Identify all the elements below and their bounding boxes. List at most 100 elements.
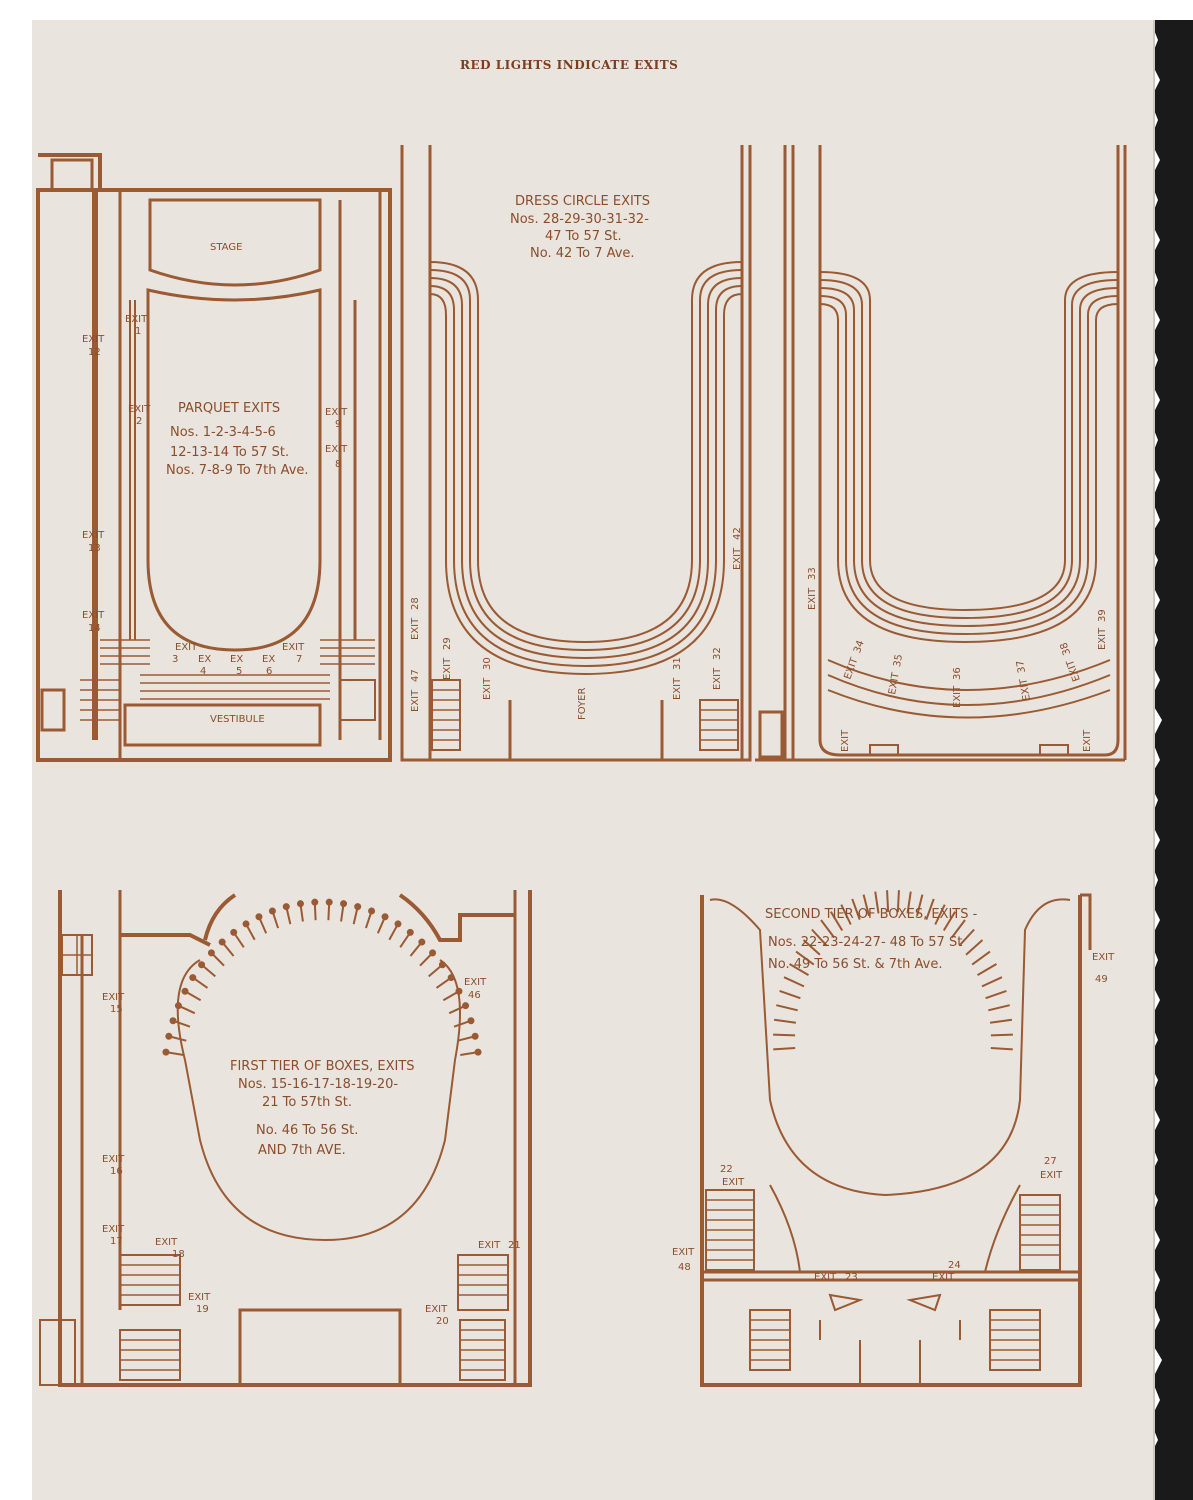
svg-text:EXIT: EXIT: [952, 685, 963, 708]
svg-text:37: 37: [1015, 659, 1028, 673]
second-tier-horseshoe: [709, 898, 1071, 1197]
svg-text:2: 2: [136, 416, 142, 427]
box-seat: [340, 900, 348, 908]
box-partition: [773, 1033, 796, 1037]
svg-text:EXIT: EXIT: [425, 1304, 448, 1315]
exit-marker: EXIT 37: [1015, 659, 1033, 701]
second-tier-caption-line: No. 49 To 56 St. & 7th Ave.: [768, 957, 942, 972]
box-partition: [896, 890, 900, 913]
exit-marker: EXIT 23: [814, 1272, 858, 1283]
page-title: RED LIGHTS INDICATE EXITS: [460, 58, 679, 72]
box-partition: [971, 950, 991, 966]
box-seat: [242, 920, 250, 928]
exit-marker: EX6: [262, 654, 275, 677]
svg-text:17: 17: [110, 1236, 123, 1247]
svg-text:14: 14: [88, 623, 101, 634]
box-partition: [789, 963, 810, 977]
box-seat: [268, 907, 276, 915]
second-tier-caption-line: Nos. 22-23-24-27- 48 To 57 St: [768, 935, 962, 950]
box-seat: [189, 974, 197, 982]
svg-text:27: 27: [1044, 1156, 1057, 1167]
box-seat: [198, 961, 206, 969]
foyer-label: FOYER: [577, 687, 588, 720]
box-partition: [840, 904, 852, 925]
dress-circle-caption-line: 47 To 57 St.: [545, 229, 622, 244]
svg-text:32: 32: [712, 647, 723, 660]
exit-marker: EXIT 13: [82, 530, 105, 554]
svg-text:EXIT: EXIT: [814, 1272, 837, 1283]
first-tier-plan: FIRST TIER OF BOXES, EXITS Nos. 15-16-17…: [39, 890, 532, 1387]
svg-text:35: 35: [892, 653, 905, 667]
parquet-plan: STAGE VESTIBULE PARQUET EXITS Nos. 1-2-3…: [36, 153, 392, 762]
box-seat: [230, 928, 238, 936]
svg-text:12: 12: [88, 347, 101, 358]
svg-text:EXIT: EXIT: [442, 657, 453, 680]
box-partition: [934, 904, 946, 925]
box-seat: [467, 1017, 475, 1025]
svg-text:34: 34: [852, 639, 867, 655]
stage: [148, 198, 322, 287]
svg-text:EXIT: EXIT: [842, 656, 860, 681]
exit-marker: EX4: [198, 654, 211, 677]
box-seat: [438, 961, 446, 969]
svg-text:8: 8: [335, 459, 341, 470]
svg-text:EXIT: EXIT: [1082, 729, 1093, 752]
svg-text:EXIT: EXIT: [807, 587, 818, 610]
box-seat: [181, 987, 189, 995]
svg-text:EXIT: EXIT: [325, 444, 348, 455]
svg-text:EXIT: EXIT: [82, 530, 105, 541]
box-partition: [851, 898, 861, 920]
svg-text:36: 36: [952, 667, 963, 680]
svg-text:42: 42: [732, 527, 743, 540]
box-seat: [296, 900, 304, 908]
first-tier-caption-line: 21 To 57th St.: [262, 1095, 352, 1110]
box-partition: [965, 939, 984, 956]
svg-text:EX: EX: [230, 654, 243, 665]
box-seat: [429, 949, 437, 957]
box-partition: [925, 898, 935, 920]
auditorium-oval: [146, 288, 322, 652]
svg-text:EXIT: EXIT: [1018, 677, 1033, 702]
svg-text:EXIT: EXIT: [732, 547, 743, 570]
box-seat: [368, 907, 376, 915]
svg-text:EXIT: EXIT: [482, 677, 493, 700]
box-partition: [811, 928, 828, 947]
svg-text:EXIT: EXIT: [410, 617, 421, 640]
svg-text:23: 23: [845, 1272, 858, 1283]
box-partition: [802, 939, 821, 956]
parquet-caption-title: PARQUET EXITS: [178, 401, 280, 416]
svg-text:EXIT: EXIT: [102, 1224, 125, 1235]
second-tier-caption-title: SECOND TIER OF BOXES, EXITS -: [765, 907, 978, 922]
box-seat: [218, 938, 226, 946]
svg-text:EXIT: EXIT: [325, 407, 348, 418]
svg-text:7: 7: [296, 654, 302, 665]
exit-marker: EX5: [230, 654, 243, 677]
svg-text:13: 13: [88, 543, 101, 554]
svg-text:EXIT: EXIT: [1097, 627, 1108, 650]
box-partition: [906, 891, 912, 914]
stage-label: STAGE: [210, 242, 242, 253]
box-seat: [325, 898, 333, 906]
svg-text:EXIT: EXIT: [722, 1177, 745, 1188]
box-partition: [942, 911, 957, 932]
box-partition: [981, 976, 1003, 988]
svg-text:21: 21: [508, 1240, 521, 1251]
first-tier-caption-line: AND 7th AVE.: [258, 1143, 346, 1158]
box-seat: [455, 987, 463, 995]
svg-text:9: 9: [335, 419, 341, 430]
